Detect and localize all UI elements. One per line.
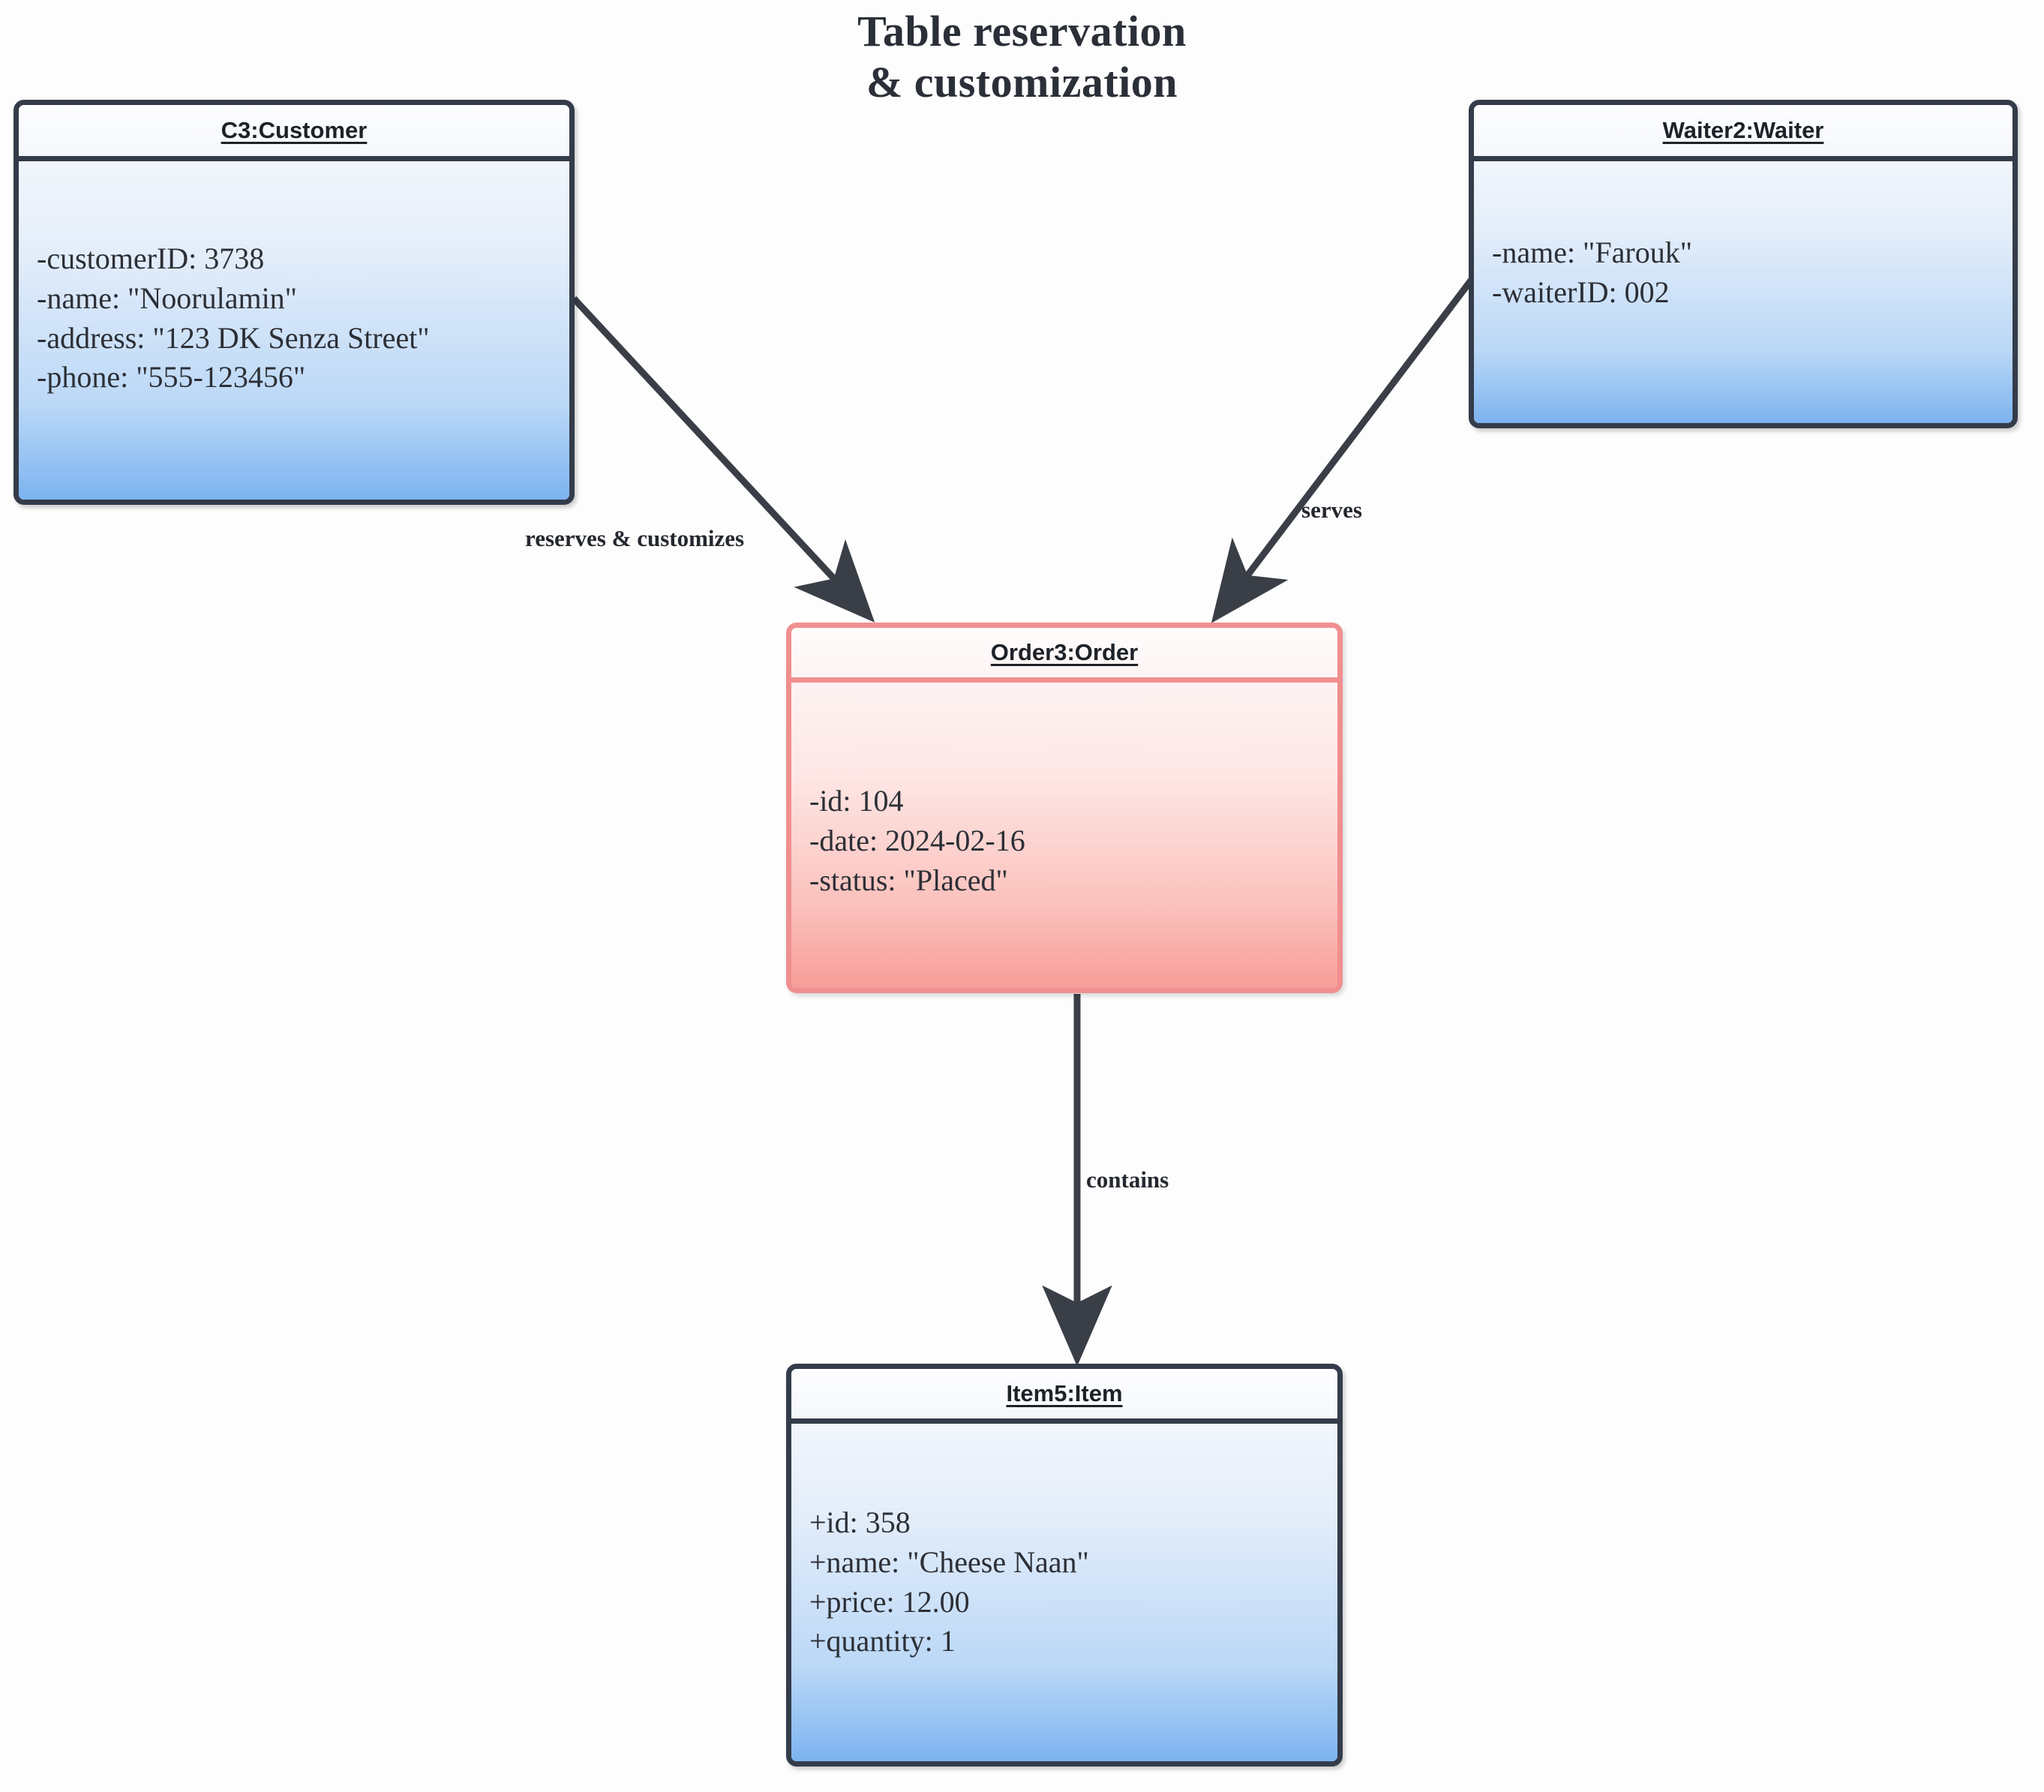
attribute-item: +name: "Cheese Naan" [809,1544,1089,1579]
attribute-item: +quantity: 1 [809,1624,956,1658]
attribute-item: -customerID: 3738 [37,242,265,275]
object-header-customer: C3:Customer [19,105,569,161]
attribute-list-customer: -customerID: 3738 -name: "Noorulamin" -a… [37,239,430,398]
page-title: Table reservation & customization [0,6,2044,109]
object-body-waiter: -name: "Farouk" -waiterID: 002 [1474,161,2012,423]
object-header-waiter: Waiter2:Waiter [1474,105,2012,161]
object-title-order: Order3:Order [990,639,1139,665]
attribute-list-order: -id: 104 -date: 2024-02-16 -status: "Pla… [809,782,1025,900]
attribute-item: -address: "123 DK Senza Street" [37,320,430,355]
object-header-item: Item5:Item [791,1369,1337,1424]
attribute-item: +id: 358 [809,1505,911,1539]
attribute-item: -status: "Placed" [809,863,1008,897]
object-body-item: +id: 358 +name: "Cheese Naan" +price: 12… [791,1424,1337,1761]
attribute-list-waiter: -name: "Farouk" -waiterID: 002 [1492,233,1692,313]
attribute-item: -name: "Farouk" [1492,236,1693,269]
title-line-1: Table reservation [857,7,1187,56]
object-title-customer: C3:Customer [221,117,368,143]
edge-label-contains: contains [1086,1166,1169,1193]
object-title-waiter: Waiter2:Waiter [1662,117,1824,143]
object-body-customer: -customerID: 3738 -name: "Noorulamin" -a… [19,161,569,500]
attribute-item: -date: 2024-02-16 [809,823,1025,857]
attribute-item: -name: "Noorulamin" [37,281,298,315]
edge-label-serves: serves [1301,497,1362,523]
attribute-item: -id: 104 [809,784,904,818]
edge-label-reserves-customizes: reserves & customizes [525,525,745,551]
attribute-item: -waiterID: 002 [1492,275,1670,309]
object-box-item[interactable]: Item5:Item +id: 358 +name: "Cheese Naan"… [786,1364,1343,1766]
object-box-customer[interactable]: C3:Customer -customerID: 3738 -name: "No… [14,100,575,505]
title-line-2: & customization [866,58,1178,107]
attribute-list-item: +id: 358 +name: "Cheese Naan" +price: 12… [809,1503,1089,1661]
object-box-order[interactable]: Order3:Order -id: 104 -date: 2024-02-16 … [786,623,1343,993]
object-header-order: Order3:Order [791,628,1337,683]
attribute-item: +price: 12.00 [809,1584,970,1619]
edge-waiter-order [1211,266,1483,623]
object-body-order: -id: 104 -date: 2024-02-16 -status: "Pla… [791,683,1337,988]
object-box-waiter[interactable]: Waiter2:Waiter -name: "Farouk" -waiterID… [1469,100,2018,428]
attribute-item: -phone: "555-123456" [37,360,306,395]
object-title-item: Item5:Item [1006,1380,1123,1406]
edge-customer-order [571,296,875,623]
